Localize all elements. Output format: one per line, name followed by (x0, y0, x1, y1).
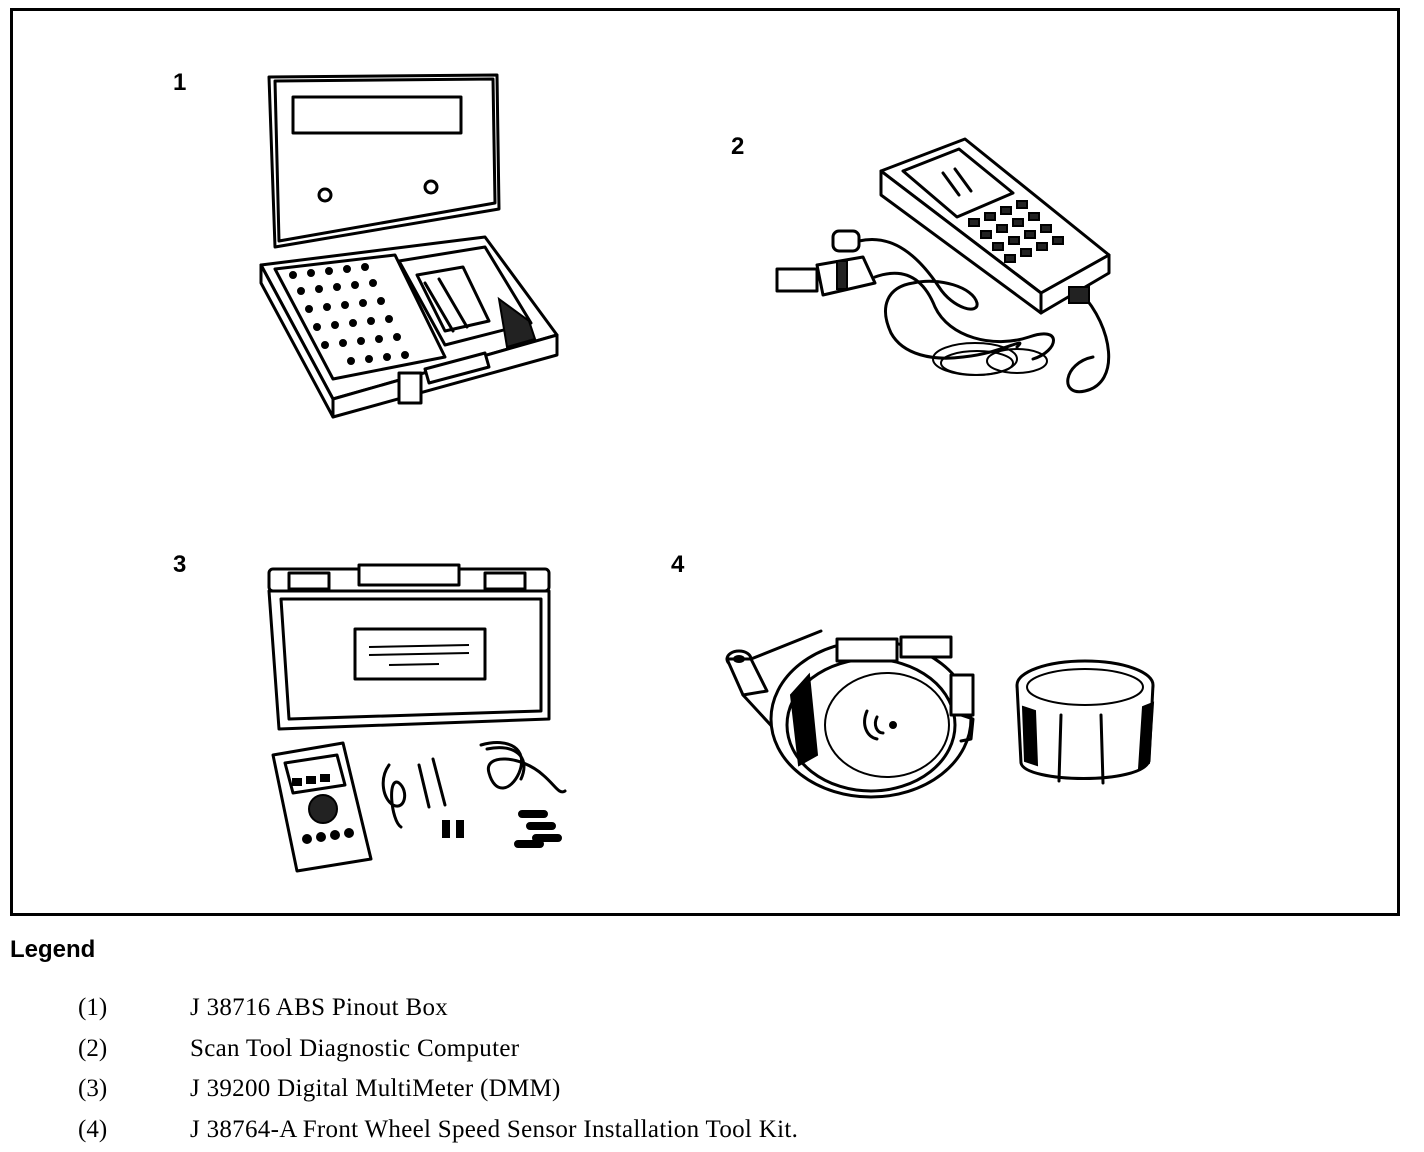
callout-1: 1 (173, 69, 187, 96)
scan-tool-icon (775, 137, 1111, 394)
legend-entry-text: Scan Tool Diagnostic Computer (190, 1035, 520, 1062)
callout-2: 2 (731, 133, 745, 160)
legend-entry-text: J 39200 Digital MultiMeter (DMM) (190, 1075, 561, 1102)
legend-entry-text: J 38764-A Front Wheel Speed Sensor Insta… (190, 1116, 799, 1143)
callout-3: 3 (173, 551, 187, 578)
legend-entry-number: (4) (78, 1116, 108, 1143)
legend-entry-number: (1) (78, 994, 108, 1021)
legend-entry-text: J 38716 ABS Pinout Box (190, 994, 449, 1021)
callout-4: 4 (671, 551, 685, 578)
pinout-box-case-icon (259, 73, 559, 419)
multimeter-kit-icon (267, 563, 567, 873)
legend-title: Legend (10, 936, 96, 963)
legend-entry-number: (2) (78, 1035, 108, 1062)
sensor-installation-tool-icon (725, 629, 1155, 799)
figure-frame: 1 2 3 4 (10, 8, 1400, 916)
legend-entry-number: (3) (78, 1075, 108, 1102)
